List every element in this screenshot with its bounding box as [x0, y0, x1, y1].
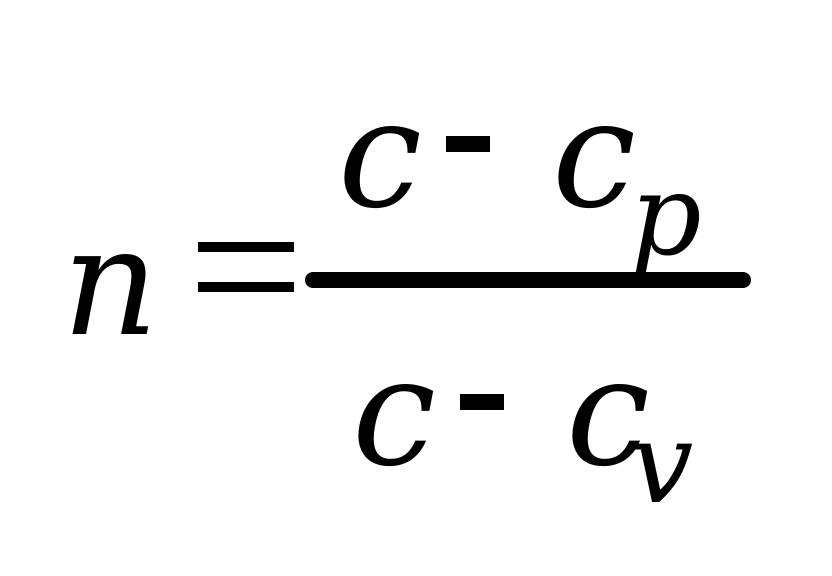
fraction-line — [305, 272, 751, 288]
numerator-term1: c — [338, 68, 423, 242]
numerator-subscript: p — [630, 151, 702, 281]
denominator-term1: c — [352, 326, 437, 500]
denominator-minus-sign — [460, 394, 504, 410]
equals-bar-top — [198, 242, 294, 252]
numerator-term2: c — [552, 68, 637, 242]
denominator-term2: c — [566, 326, 651, 500]
numerator-minus-sign — [446, 136, 490, 152]
equals-sign — [198, 234, 294, 304]
lhs-variable: n — [62, 196, 159, 370]
equals-bar-bottom — [198, 282, 294, 292]
denominator-subscript: v — [630, 399, 694, 529]
